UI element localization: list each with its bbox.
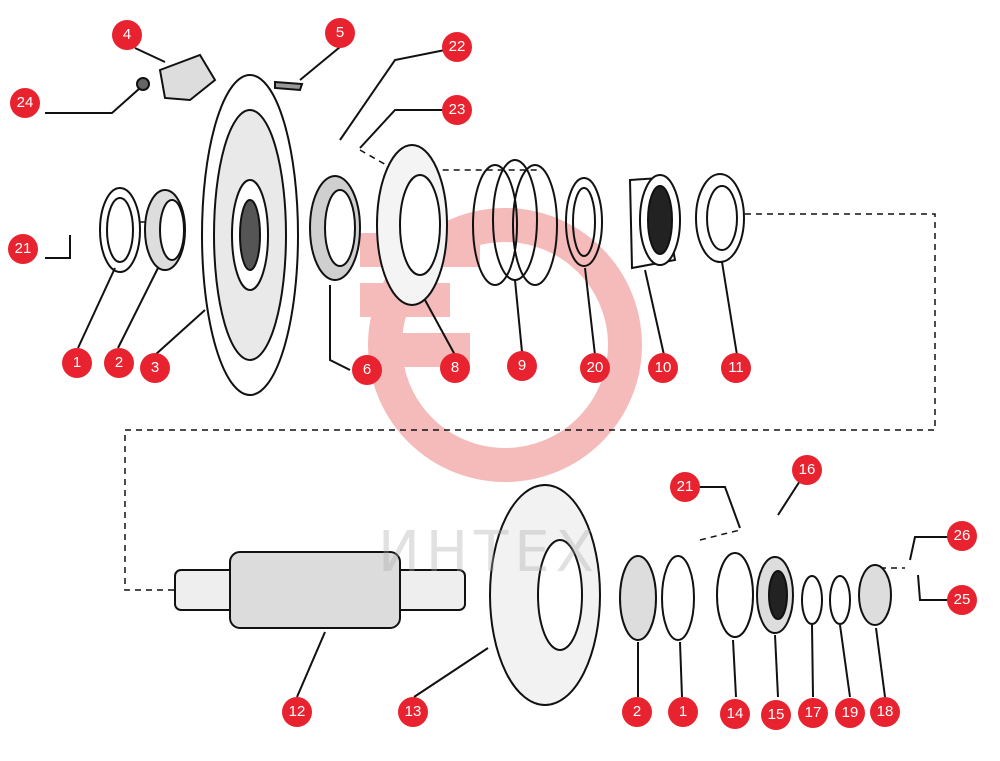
callout-25: 25 <box>947 585 977 615</box>
part-ring-1 <box>99 187 141 273</box>
callout-17: 17 <box>798 698 828 728</box>
callout-26: 26 <box>947 521 977 551</box>
callout-1-bottom: 1 <box>668 697 698 727</box>
part-nut-2b <box>619 555 657 641</box>
watermark-logo <box>360 208 642 482</box>
callout-2-bottom: 2 <box>622 697 652 727</box>
part-bushing-6 <box>309 175 361 281</box>
part-flange-hub <box>201 74 299 396</box>
callout-14: 14 <box>720 699 750 729</box>
part-ring-17-19 <box>801 575 851 625</box>
callout-3: 3 <box>140 353 170 383</box>
part-housing-8 <box>376 144 448 306</box>
callout-8: 8 <box>440 353 470 383</box>
callout-18: 18 <box>870 697 900 727</box>
part-piston-10 <box>628 174 681 270</box>
callout-12: 12 <box>282 697 312 727</box>
callout-9: 9 <box>507 351 537 381</box>
part-cover-18 <box>858 564 892 626</box>
callout-20: 20 <box>580 353 610 383</box>
callout-13: 13 <box>398 697 428 727</box>
callout-4: 4 <box>112 20 142 50</box>
callout-19: 19 <box>835 698 865 728</box>
part-bearing-15 <box>756 556 794 634</box>
callout-2: 2 <box>104 348 134 378</box>
part-nut-2 <box>144 189 186 271</box>
callout-1: 1 <box>62 348 92 378</box>
callout-16: 16 <box>792 455 822 485</box>
leader-lines <box>45 46 962 698</box>
callout-22: 22 <box>442 32 472 62</box>
callout-23: 23 <box>442 95 472 125</box>
part-bracket <box>136 53 304 102</box>
part-ring-20 <box>565 177 603 267</box>
callout-5: 5 <box>325 18 355 48</box>
part-seal-11 <box>695 173 745 263</box>
callout-6: 6 <box>352 355 382 385</box>
part-shaft-12 <box>174 551 466 629</box>
callout-11: 11 <box>721 353 751 383</box>
callout-15: 15 <box>761 700 791 730</box>
part-ring-1b <box>661 555 695 641</box>
part-snap-ring-14 <box>716 552 754 638</box>
part-gear-13 <box>489 484 601 706</box>
watermark-text: ИНТЕХ <box>378 520 600 585</box>
callout-24: 24 <box>10 88 40 118</box>
callout-21-bottom: 21 <box>670 472 700 502</box>
callout-10: 10 <box>648 353 678 383</box>
callout-21-top: 21 <box>8 234 38 264</box>
